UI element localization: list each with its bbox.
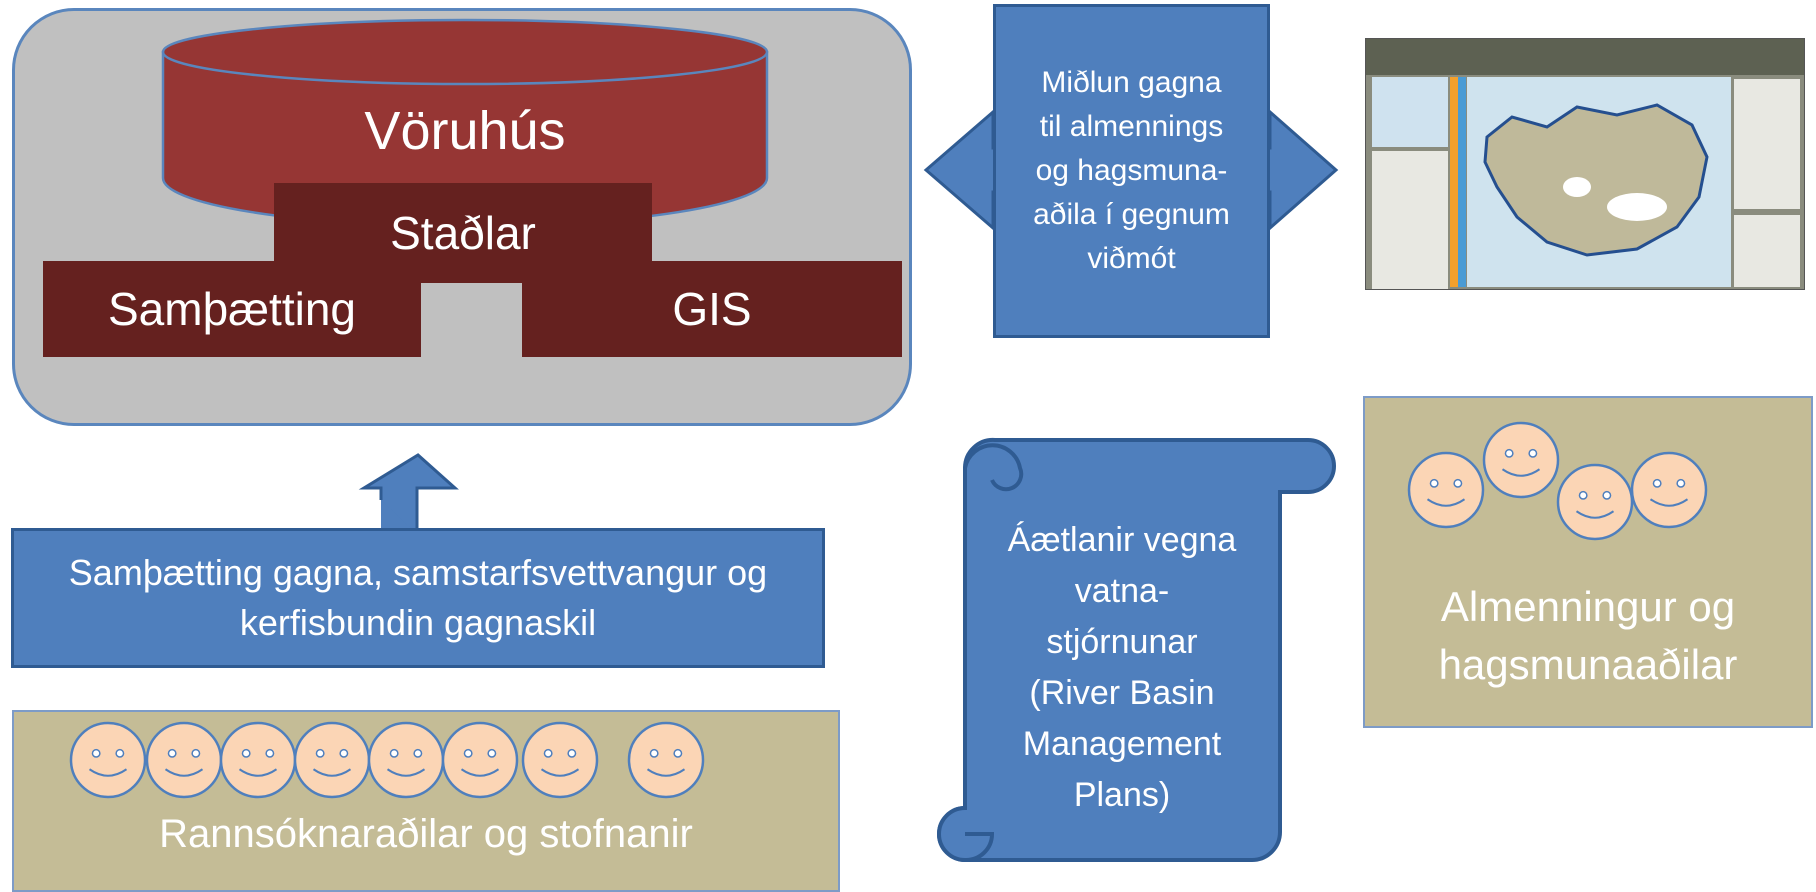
integration-arrow-line: kerfisbundin gagnaskil [239, 602, 597, 643]
integration-arrow-box: Samþætting gagna, samstarfsvettvangur og… [11, 528, 825, 668]
smiley-face-icon [219, 721, 297, 799]
public-line: Almenningur og [1440, 583, 1736, 630]
scroll-line: Management [1022, 725, 1222, 763]
public-label: Almenningur og hagsmunaaðilar [1363, 578, 1813, 694]
smiley-face-icon [1482, 421, 1560, 499]
scroll-line: vatna- [1074, 572, 1170, 610]
scroll-line: Plans) [1073, 776, 1171, 814]
map-tab-strip [1450, 77, 1458, 287]
gis-box: GIS [522, 261, 902, 357]
map-layer-list [1372, 151, 1448, 289]
map-screenshot-thumbnail [1365, 38, 1805, 290]
integration-arrow-line: Samþætting gagna, samstarfsvettvangur og [68, 552, 768, 593]
smiley-face-icon [69, 721, 147, 799]
public-panel [1363, 396, 1813, 728]
dissemination-line: aðila í gegnum [1033, 198, 1230, 231]
map-canvas [1467, 77, 1731, 287]
smiley-face-icon [521, 721, 599, 799]
smiley-face-icon [1556, 463, 1634, 541]
public-line: hagsmunaaðilar [1438, 641, 1738, 688]
warehouse-title: Vöruhús [364, 101, 566, 161]
scroll-line: Áætlanir vegna [1007, 521, 1237, 559]
dissemination-box: Miðlun gagna til almennings og hagsmuna-… [993, 4, 1270, 338]
dissemination-line: til almennings [1039, 110, 1224, 143]
smiley-face-icon [145, 721, 223, 799]
iceland-map-icon [1483, 103, 1709, 257]
map-overview [1372, 77, 1448, 147]
map-legend-panel [1734, 79, 1800, 209]
map-tab-strip [1458, 77, 1466, 287]
researchers-label: Rannsóknaraðilar og stofnanir [159, 812, 693, 856]
scroll-line: stjórnunar [1046, 623, 1198, 661]
smiley-face-icon [1630, 451, 1708, 529]
map-header-bar [1366, 39, 1804, 75]
dissemination-line: og hagsmuna- [1035, 154, 1228, 187]
smiley-face-icon [627, 721, 705, 799]
smiley-face-icon [293, 721, 371, 799]
smiley-face-icon [441, 721, 519, 799]
smiley-face-icon [367, 721, 445, 799]
smiley-face-icon [1407, 451, 1485, 529]
scroll-text: Áætlanir vegna vatna- stjórnunar (River … [990, 515, 1254, 821]
dissemination-line: Miðlun gagna [1041, 66, 1222, 99]
integration-box: Samþætting [43, 261, 421, 357]
map-info-panel [1734, 215, 1800, 287]
dissemination-line: viðmót [1087, 242, 1176, 275]
scroll-line: (River Basin [1029, 674, 1215, 712]
